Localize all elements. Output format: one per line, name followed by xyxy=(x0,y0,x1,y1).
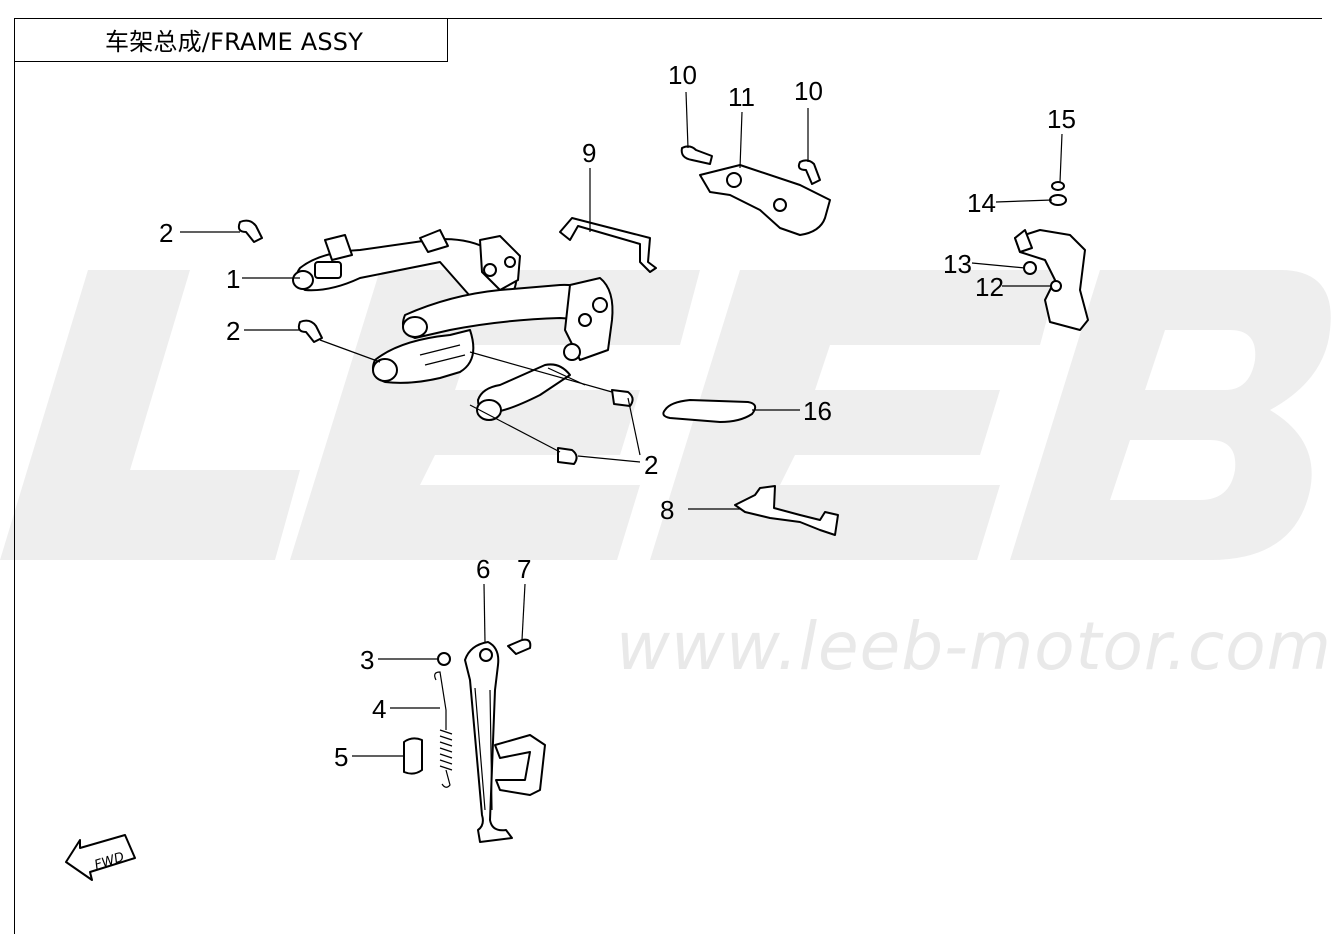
callout-6: 6 xyxy=(476,554,490,584)
callout-3: 3 xyxy=(360,645,374,675)
page-title: 车架总成/FRAME ASSY xyxy=(105,28,364,56)
callout-2a: 2 xyxy=(159,218,173,248)
watermark-letter-e2 xyxy=(650,270,1060,560)
bracket-part-8 xyxy=(734,485,839,536)
pad-part-16 xyxy=(662,399,757,423)
callout-11: 11 xyxy=(728,82,755,112)
watermark-letter-b xyxy=(1010,270,1331,560)
plate-part-11 xyxy=(680,145,831,236)
pin-part-5 xyxy=(403,737,423,775)
watermark-website: www.leeb-motor.com xyxy=(616,608,1332,685)
callout-2c: 2 xyxy=(644,450,658,480)
callout-14: 14 xyxy=(967,188,996,218)
nut-part-3 xyxy=(437,652,451,666)
callout-5: 5 xyxy=(334,742,348,772)
frame-assembly-part xyxy=(292,229,614,421)
callout-10a: 10 xyxy=(668,60,697,90)
callout-12: 12 xyxy=(975,272,1004,302)
callout-2b: 2 xyxy=(226,316,240,346)
fwd-arrow-icon: FWD xyxy=(65,834,136,881)
callout-9: 9 xyxy=(582,138,596,168)
callouts: 2 1 2 2 9 10 11 10 15 14 13 12 16 8 6 7 … xyxy=(159,60,1076,772)
callout-1: 1 xyxy=(226,264,240,294)
callout-8: 8 xyxy=(660,495,674,525)
spring-part-4 xyxy=(434,671,453,788)
leader-lines xyxy=(180,91,1063,757)
callout-13: 13 xyxy=(943,249,972,279)
title-box xyxy=(14,18,448,62)
bolt-part-7 xyxy=(507,638,532,655)
callout-7: 7 xyxy=(517,554,531,584)
callout-15: 15 xyxy=(1047,104,1076,134)
callout-16: 16 xyxy=(803,396,832,426)
side-stand-part-6 xyxy=(464,641,546,843)
watermark-letter-l xyxy=(0,270,300,560)
callout-4: 4 xyxy=(372,694,386,724)
bracket-part-9 xyxy=(559,217,657,273)
bracket-part-12 xyxy=(1014,181,1089,331)
callout-10b: 10 xyxy=(794,76,823,106)
